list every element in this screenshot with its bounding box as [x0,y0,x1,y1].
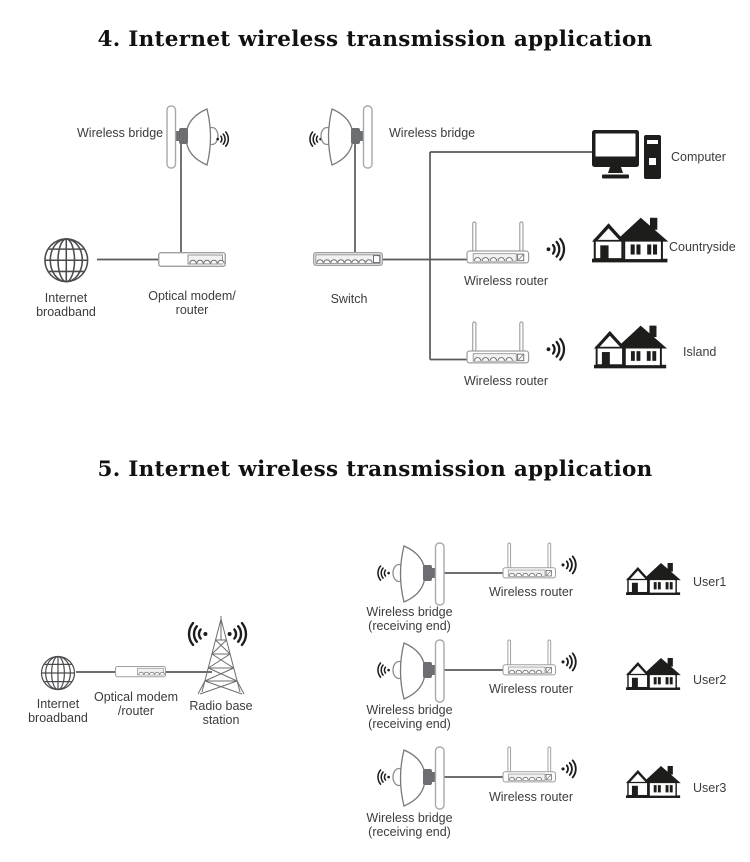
wireless-router-label: Wireless router [488,585,574,599]
house-icon [625,765,682,799]
modem-router-icon [157,251,226,267]
wifi-signal-icon [545,337,566,361]
house-icon [590,216,670,264]
internet-globe-icon [40,655,76,691]
user-label: User1 [693,575,727,589]
wireless-router-icon [466,221,530,264]
wireless-bridge-dish-icon [320,105,373,169]
switch-label: Switch [330,292,368,306]
island-label: Island [683,345,717,359]
wireless-router-label: Wireless router [463,374,549,388]
optical-modem-label: Optical modem/router [148,289,236,318]
wifi-signal-icon [309,131,323,147]
wireless-bridge-receiving-label: Wireless bridge(receiving end) [366,811,453,840]
modem-router-icon [115,666,166,678]
wifi-signal-icon [560,555,577,575]
wireless-bridge-receiving-label: Wireless bridge(receiving end) [366,605,453,634]
wifi-signal-icon [560,652,577,672]
house-icon [625,657,682,691]
wireless-router-label: Wireless router [488,790,574,804]
countryside-label: Countryside [669,240,736,254]
wireless-bridge-dish-icon [392,639,445,703]
wifi-signal-icon [187,621,209,647]
connector-lines-section4 [97,140,593,361]
wireless-router-icon [502,542,557,579]
wifi-signal-icon [377,662,391,678]
section5-title: 5. Internet wireless transmission applic… [97,457,653,482]
radio-tower-icon [197,616,245,695]
wireless-router-icon [502,639,557,676]
computer-label: Computer [671,150,726,164]
house-icon [593,324,669,370]
internet-globe-icon [44,238,89,283]
wireless-bridge-dish-icon [392,746,445,810]
section4-title: 4. Internet wireless transmission applic… [97,27,653,52]
wifi-signal-icon [377,565,391,581]
wireless-router-icon [466,321,530,364]
wifi-signal-icon [377,769,391,785]
wifi-signal-icon [226,621,248,647]
user-label: User3 [693,781,727,795]
desktop-computer-icon [592,130,661,179]
optical-modem-label: Optical modem/router [93,690,179,719]
connector-lines-section5 [76,572,504,778]
wireless-router-icon [502,746,557,783]
wifi-signal-icon [560,759,577,779]
user-label: User2 [693,673,727,687]
wifi-signal-icon [545,237,566,261]
wireless-bridge-dish-icon [166,105,219,169]
house-icon [625,562,682,596]
wireless-bridge-label: Wireless bridge [389,126,476,140]
wireless-bridge-dish-icon [392,542,445,606]
network-switch-icon [313,251,383,266]
wireless-router-label: Wireless router [463,274,549,288]
wireless-bridge-label: Wireless bridge [77,126,164,140]
wireless-router-label: Wireless router [488,682,574,696]
wireless-bridge-receiving-label: Wireless bridge(receiving end) [366,703,453,732]
